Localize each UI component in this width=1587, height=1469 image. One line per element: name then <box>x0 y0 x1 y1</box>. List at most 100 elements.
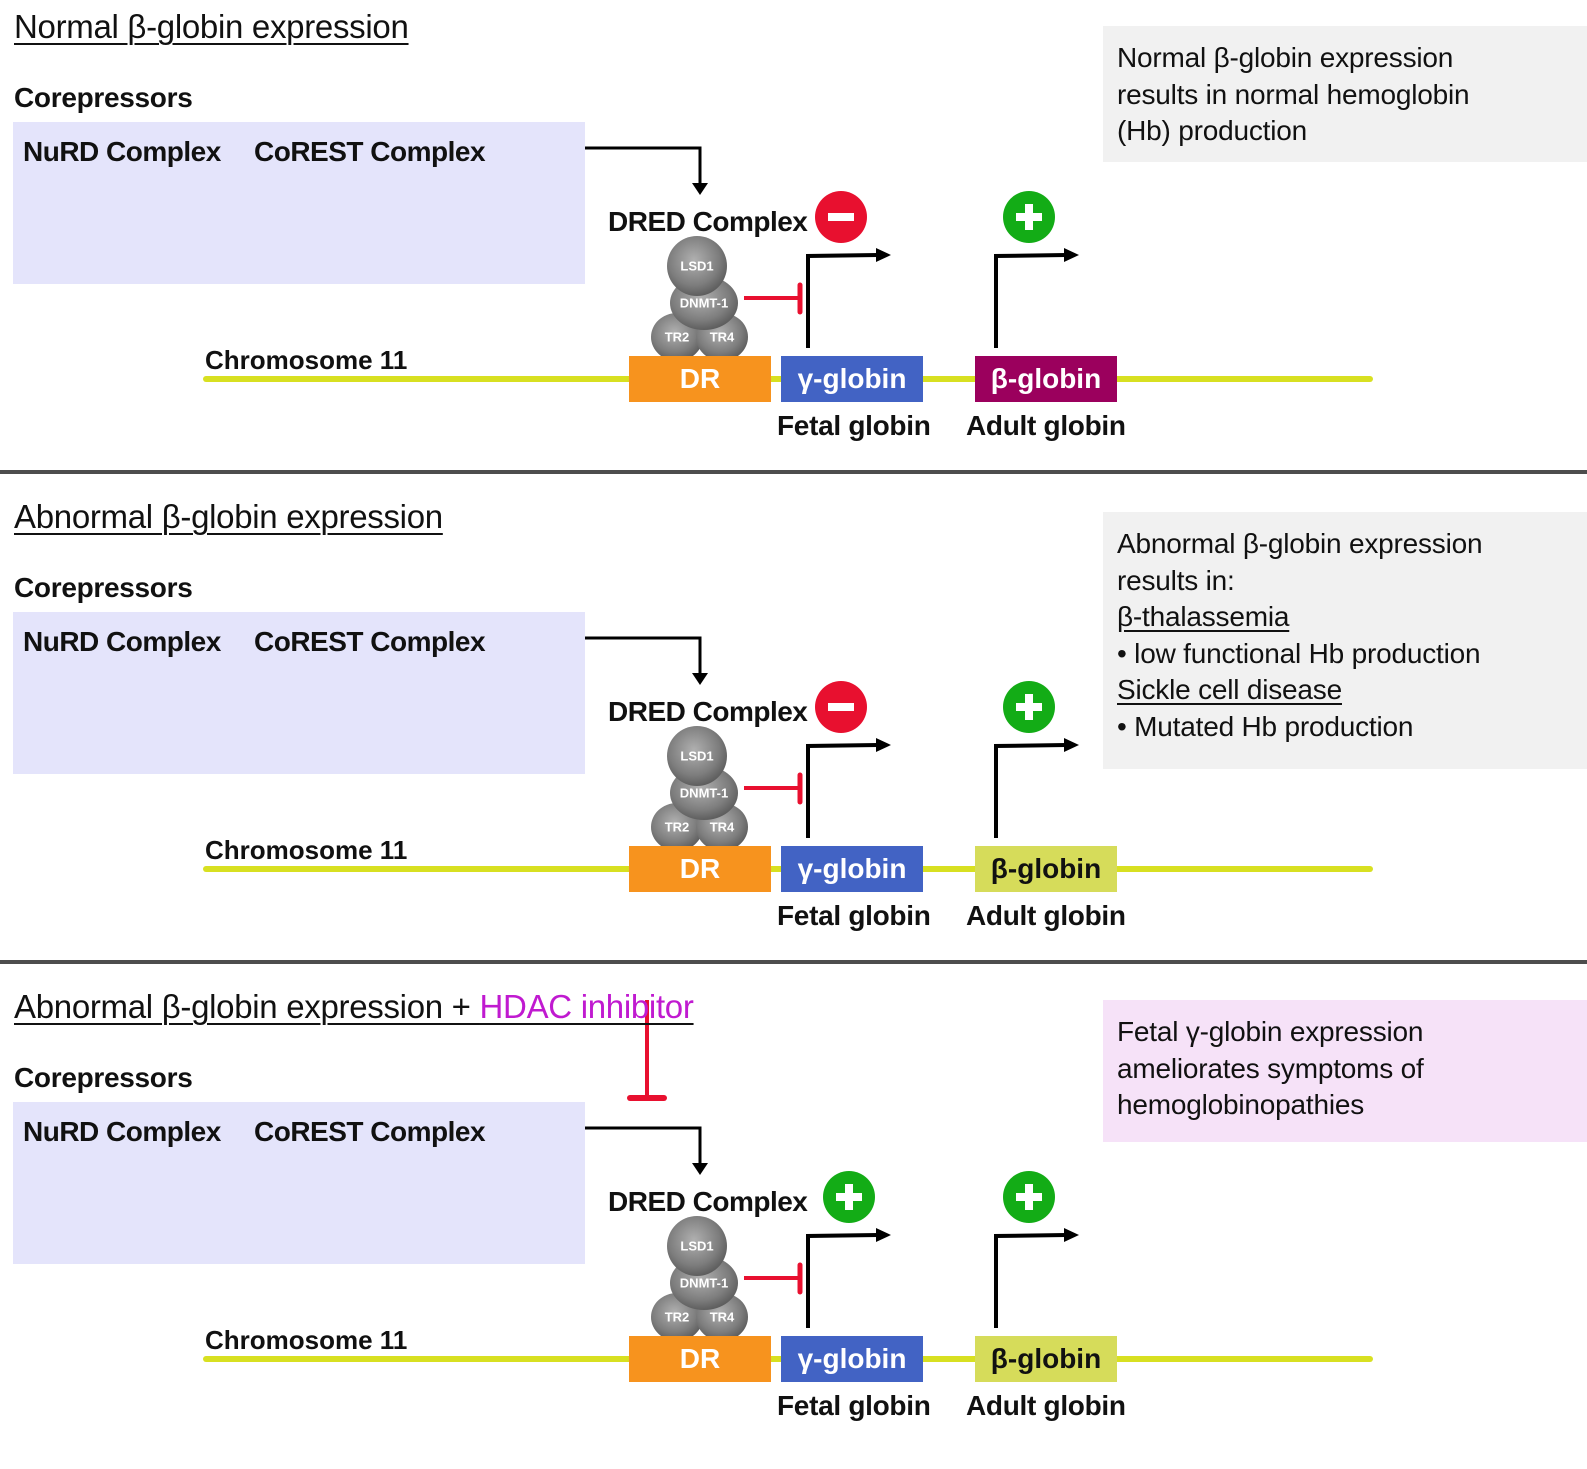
nurd-complex-label: NuRD Complex <box>23 626 221 657</box>
chromosome-label: Chromosome 11 <box>205 345 408 375</box>
protein-label: TR2 <box>665 1310 690 1325</box>
adult-globin-label: Adult globin <box>966 410 1126 441</box>
dr-region: DR <box>629 846 771 892</box>
note-line: • low functional Hb production <box>1117 637 1481 669</box>
fetal-globin-label: Fetal globin <box>777 410 931 441</box>
corest-complex-label: CoREST Complex <box>254 626 486 657</box>
note-row: results in: <box>1117 563 1573 600</box>
hdac-inhibitor-block <box>627 1000 667 1101</box>
corepressors-label: Corepressors <box>14 1062 193 1093</box>
gamma-promoter-arrow <box>806 1233 879 1328</box>
note-line: hemoglobinopathies <box>1117 1089 1365 1120</box>
protein-label: TR2 <box>665 820 690 835</box>
protein-label: TR2 <box>665 330 690 345</box>
protein-subunit <box>667 726 727 786</box>
note-line: ameliorates symptoms of <box>1117 1052 1424 1084</box>
note-line: Fetal γ-globin expression <box>1117 1016 1424 1047</box>
note-row: results in normal hemoglobin <box>1117 77 1573 114</box>
arrowhead-down-icon <box>692 1163 708 1175</box>
beta-promoter-arrow <box>994 1233 1067 1328</box>
dred-complex-label: DRED Complex <box>608 696 808 727</box>
repression-bar <box>744 282 803 315</box>
note-line: results in normal hemoglobin <box>1117 78 1470 110</box>
corest-complex-label: CoREST Complex <box>254 1116 486 1147</box>
protein-label: TR4 <box>710 820 735 835</box>
beta-plus-icon <box>1003 681 1055 733</box>
chromosome-label: Chromosome 11 <box>205 835 408 865</box>
corepressors-label: Corepressors <box>14 572 193 603</box>
protein-label: LSD1 <box>680 1239 713 1254</box>
note-line: Normal β-globin expression <box>1117 42 1454 73</box>
gamma-promoter-arrow <box>806 743 879 838</box>
adult-globin-label: Adult globin <box>966 1390 1126 1421</box>
corepressors-box: NuRD Complex CoREST Complex <box>13 122 585 284</box>
corepressors-box: NuRD Complex CoREST Complex <box>13 1102 585 1264</box>
beta-plus-icon <box>1003 1171 1055 1223</box>
chromosome-label: Chromosome 11 <box>205 1325 408 1355</box>
note-row: hemoglobinopathies <box>1117 1087 1573 1124</box>
note-row: • low functional Hb production <box>1117 636 1573 673</box>
repression-bar <box>744 1262 803 1295</box>
explanation-note: Abnormal β-globin expression results in: β… <box>1103 512 1587 769</box>
note-row: Sickle cell disease <box>1117 672 1573 709</box>
gamma-globin-gene: γ-globin <box>781 1336 923 1382</box>
protein-label: TR4 <box>710 1310 735 1325</box>
note-line: (Hb) production <box>1117 115 1307 146</box>
note-row: • Mutated Hb production <box>1117 709 1573 746</box>
protein-subunit <box>667 236 727 296</box>
corepressors-label: Corepressors <box>14 82 193 113</box>
note-row: β-thalassemia <box>1117 599 1573 636</box>
corepressor-to-dred-arrow <box>585 146 702 183</box>
arrowhead-right-icon <box>876 1228 891 1242</box>
note-line: results in: <box>1117 564 1235 596</box>
note-row: Fetal γ-globin expression <box>1117 1014 1573 1051</box>
arrowhead-down-icon <box>692 673 708 685</box>
gamma-minus-icon <box>815 191 867 243</box>
dred-complex-graphic: TR2 TR4 DNMT-1 LSD1 <box>651 1216 748 1341</box>
panel-title: Abnormal β-globin expression + HDAC inhi… <box>14 988 694 1025</box>
gamma-promoter-arrow <box>806 253 879 348</box>
protein-label: DNMT-1 <box>680 1276 728 1291</box>
dr-region: DR <box>629 1336 771 1382</box>
note-row: ameliorates symptoms of <box>1117 1051 1573 1088</box>
dr-region: DR <box>629 356 771 402</box>
arrowhead-right-icon <box>876 738 891 752</box>
dred-complex-label: DRED Complex <box>608 1186 808 1217</box>
arrowhead-right-icon <box>876 248 891 262</box>
note-line: Abnormal β-globin expression <box>1117 528 1483 559</box>
fetal-globin-label: Fetal globin <box>777 900 931 931</box>
arrowhead-right-icon <box>1064 738 1079 752</box>
explanation-note: Normal β-globin expression results in nor… <box>1103 26 1587 162</box>
fetal-globin-label: Fetal globin <box>777 1390 931 1421</box>
panel-1: MBD2 HDAC2 HDAC1 CoREST HDAC1 HDAC2 HDAC… <box>0 0 1587 475</box>
arrowhead-right-icon <box>1064 1228 1079 1242</box>
panel-2: MBD2 HDAC2 HDAC1 CoREST HDAC1 HDAC2 HDAC… <box>0 490 1587 965</box>
gamma-globin-gene: γ-globin <box>781 356 923 402</box>
note-row: Normal β-globin expression <box>1117 40 1573 77</box>
panel-title: Abnormal β-globin expression <box>14 498 443 535</box>
note-line: Sickle cell disease <box>1117 674 1342 705</box>
protein-label: DNMT-1 <box>680 786 728 801</box>
note-row: Abnormal β-globin expression <box>1117 526 1573 563</box>
protein-label: TR4 <box>710 330 735 345</box>
arrowhead-right-icon <box>1064 248 1079 262</box>
beta-globin-gene: β-globin <box>975 1336 1117 1382</box>
adult-globin-label: Adult globin <box>966 900 1126 931</box>
beta-globin-gene: β-globin <box>975 356 1117 402</box>
corepressors-box: NuRD Complex CoREST Complex <box>13 612 585 774</box>
panel-divider <box>0 960 1587 964</box>
nurd-complex-label: NuRD Complex <box>23 136 221 167</box>
protein-label: DNMT-1 <box>680 296 728 311</box>
dred-complex-label: DRED Complex <box>608 206 808 237</box>
panel-title: Normal β-globin expression <box>14 8 409 45</box>
dred-complex-graphic: TR2 TR4 DNMT-1 LSD1 <box>651 726 748 851</box>
protein-subunit <box>667 1216 727 1276</box>
panel-divider <box>0 470 1587 474</box>
note-line: β-thalassemia <box>1117 601 1290 632</box>
beta-promoter-arrow <box>994 743 1067 838</box>
protein-label: LSD1 <box>680 259 713 274</box>
gamma-minus-icon <box>815 681 867 733</box>
corest-complex-label: CoREST Complex <box>254 136 486 167</box>
arrowhead-down-icon <box>692 183 708 195</box>
note-line: • Mutated Hb production <box>1117 710 1414 742</box>
